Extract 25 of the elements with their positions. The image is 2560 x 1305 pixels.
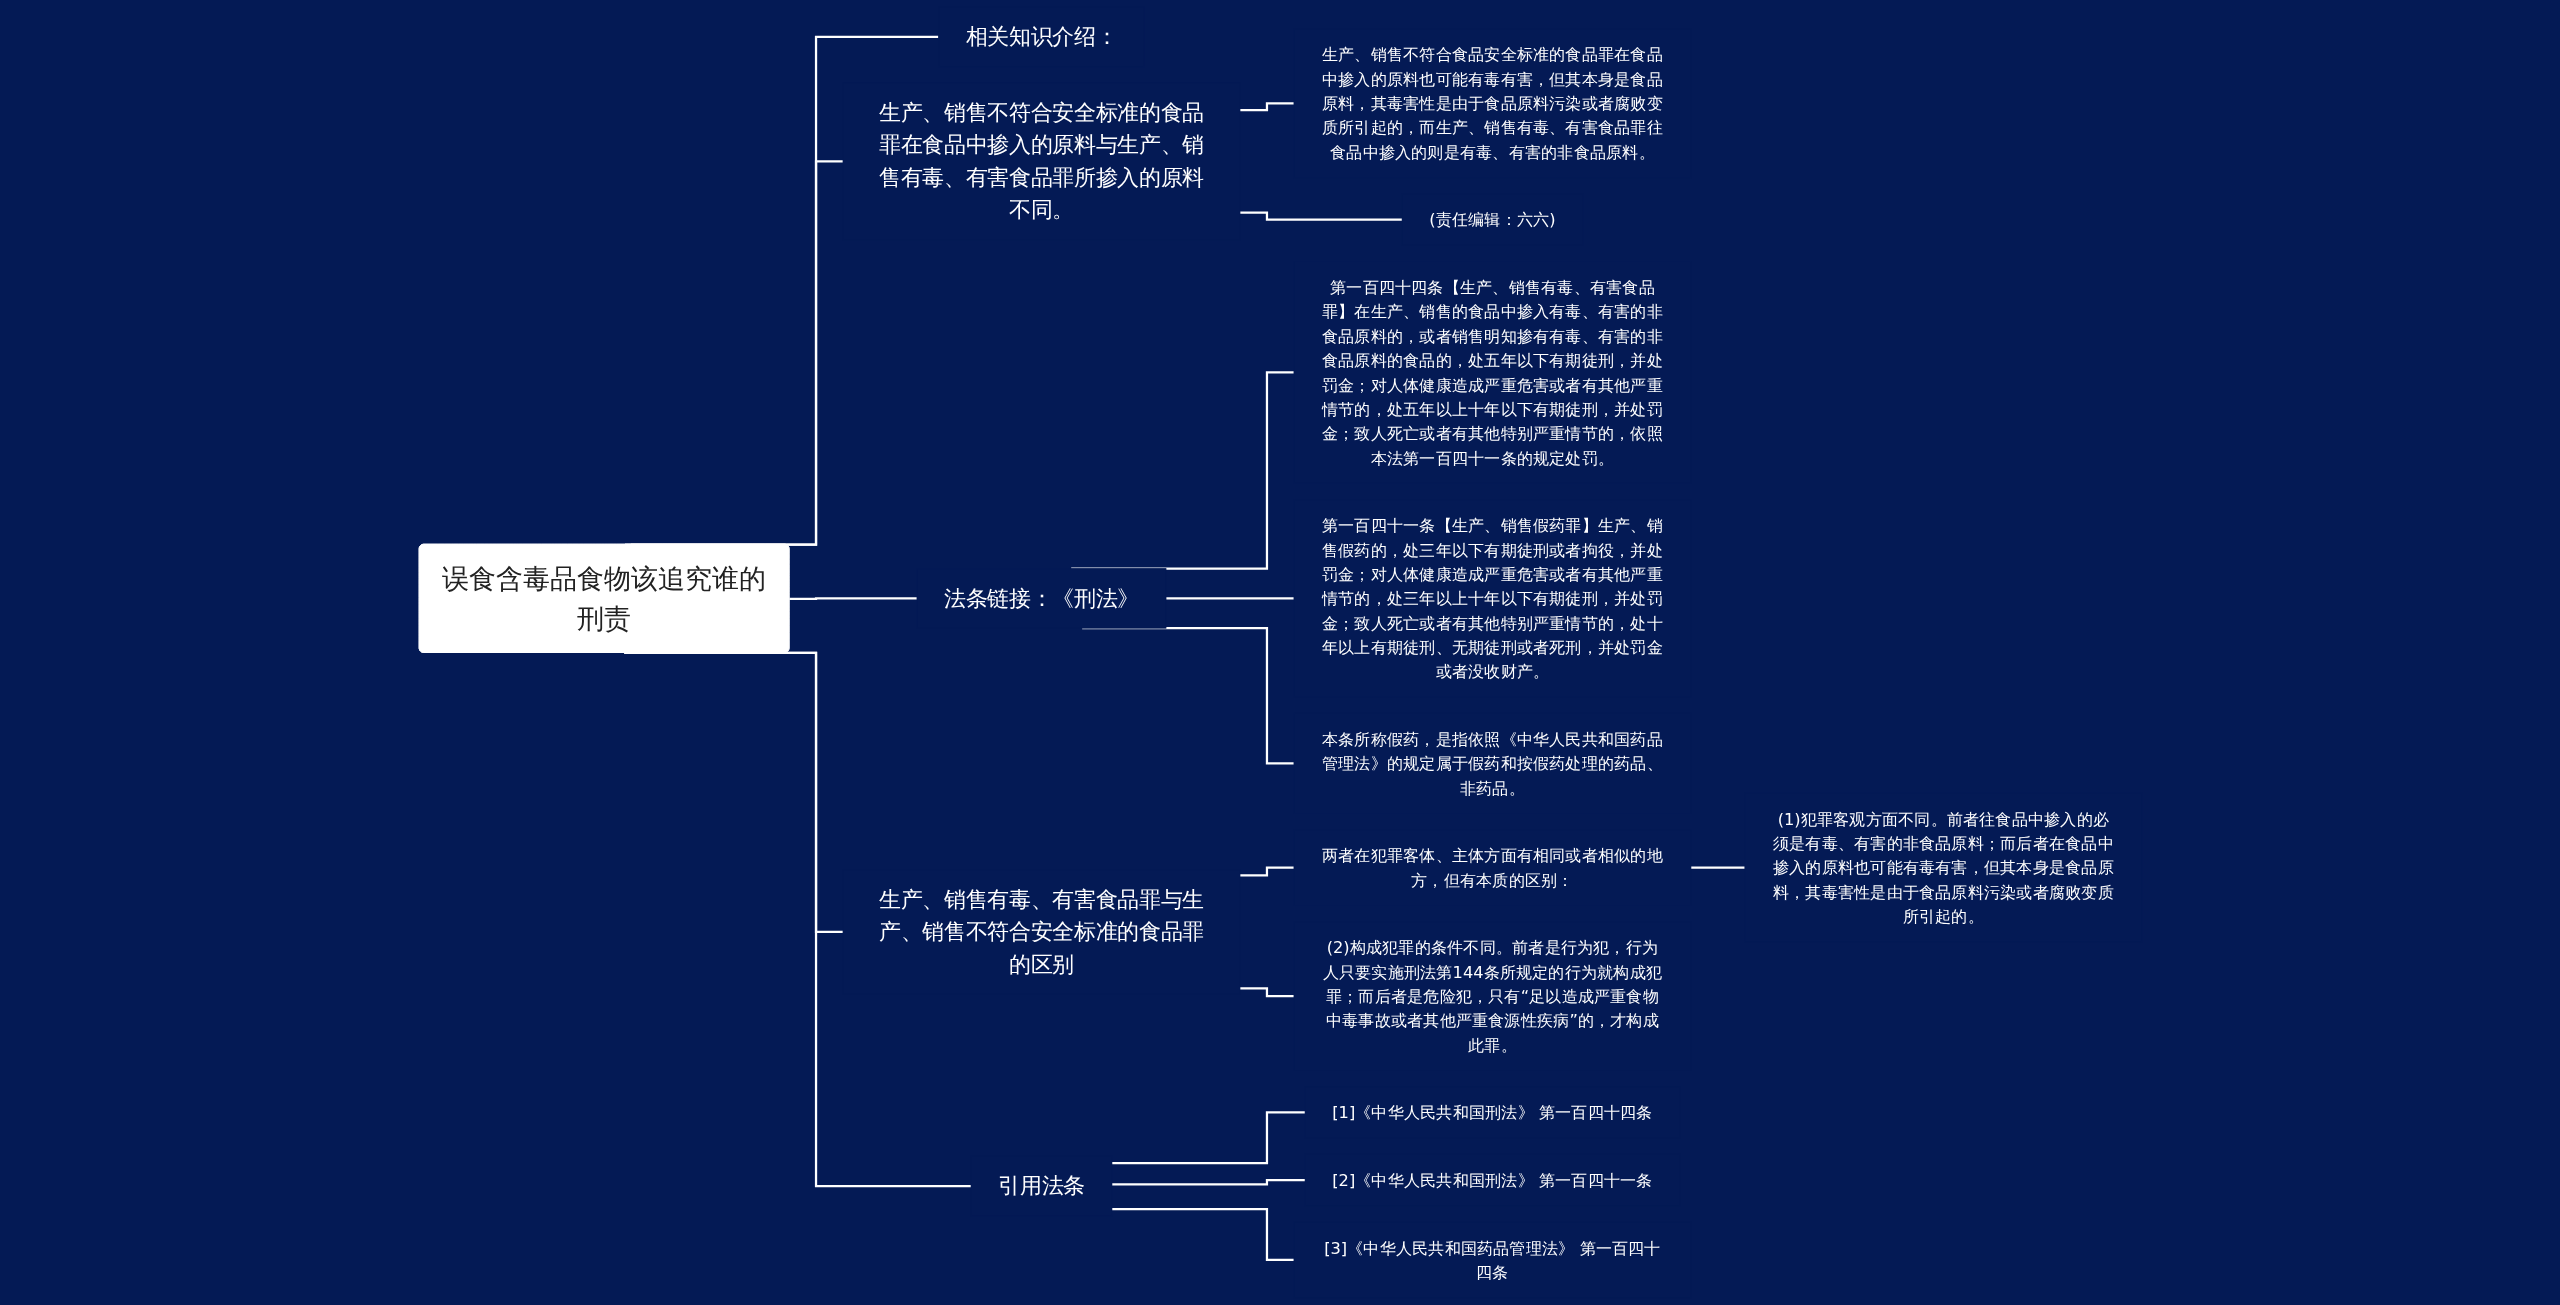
node-text: 生产、销售有毒、有害食品罪与生产、销售不符合安全标准的食品罪的区别	[878, 886, 1204, 977]
node-text: [2]《中华人民共和国刑法》 第一百四十一条	[1331, 1170, 1653, 1190]
connector	[1239, 987, 1295, 998]
connector	[1111, 1178, 1306, 1186]
connector	[788, 597, 918, 600]
node-text: (1)犯罪客观方面不同。前者往食品中掺入的必须是有毒、有害的非食品原料；而后者在食品中掺入的原料也可能有毒有害，但其本身是食品原料，其毒害性是由于食品原料污染或者腐败变质所引起的。	[1772, 809, 2114, 926]
node-text: (责任编辑：六六)	[1428, 210, 1556, 230]
connector	[1111, 1111, 1306, 1165]
node-text: [1]《中华人民共和国刑法》 第一百四十四条	[1331, 1102, 1653, 1122]
node-text: (2)构成犯罪的条件不同。前者是行为犯，行为人只要实施刑法第144条所规定的行为就构成犯罪；而后者是危险犯，只有“足以造成严重食物中毒事故或者其他严重食源性疾病”的，才构成此罪。	[1322, 937, 1662, 1055]
connector	[1239, 211, 1403, 221]
connector	[1239, 866, 1295, 877]
node-text: 生产、销售不符合食品安全标准的食品罪在食品中掺入的原料也可能有毒有害，但其本身是食品原料，其毒害性是由于食品原料污染或者腐败变质所引起的，而生产、销售有毒、有害食品罪往食品中掺入的则是有毒、有害的非食品原料。	[1321, 45, 1663, 162]
node-text: 相关知识介绍：	[965, 24, 1117, 50]
connector	[1111, 1208, 1295, 1261]
node-text: 第一百四十一条【生产、销售假药罪】生产、销售假药的，处三年以下有期徒刑或者拘役，并处罚金；对人体健康造成严重危害或者有其他严重情节的，处三年以上十年以下有期徒刑，并处罚金；致人死亡或者有其他特别严重情节的，处十年以上有期徒刑、无期徒刑或者死刑，并处罚金或者没收财产。	[1321, 515, 1663, 681]
connector	[1165, 597, 1295, 600]
node-text: 本条所称假药，是指依照《中华人民共和国药品管理法》的规定属于假药和按假药处理的药品、非药品。	[1321, 729, 1663, 798]
connector	[1690, 866, 1746, 869]
node-text: [3]《中华人民共和国药品管理法》 第一百四十四条	[1323, 1238, 1661, 1282]
node-text: 两者在犯罪客体、主体方面有相同或者相似的地方，但有本质的区别：	[1321, 845, 1663, 890]
node-text: 引用法条	[997, 1173, 1085, 1199]
connector	[1239, 102, 1295, 112]
node-text: 生产、销售不符合安全标准的食品罪在食品中掺入的原料与生产、销售有毒、有害食品罪所掺入的原料不同。	[878, 100, 1204, 223]
node-text: 第一百四十四条【生产、销售有毒、有害食品罪】在生产、销售的食品中掺入有毒、有害的非食品原料的，或者销售明知掺有有毒、有害的非食品原料的食品的，处五年以下有期徒刑，并处罚金；对人体健康造成严重危害或者有其他严重情节的，处五年以上十年以下有期徒刑，并处罚金；致人死亡或者有其他特别严重情节的，依照本法第一百四十一条的规定处罚。	[1321, 277, 1663, 468]
